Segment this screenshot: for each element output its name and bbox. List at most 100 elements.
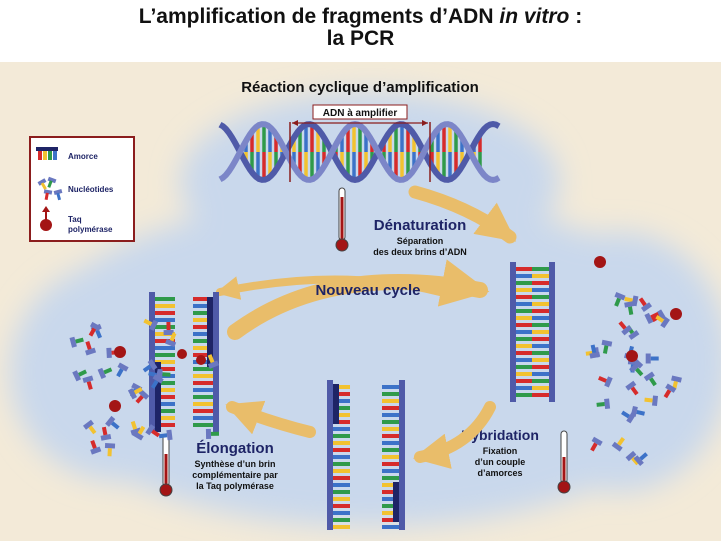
base — [382, 392, 399, 396]
nucleotide — [72, 369, 88, 382]
base — [516, 295, 533, 299]
nucleotide — [100, 426, 112, 441]
taq-polymerase — [177, 349, 187, 359]
base — [516, 386, 533, 390]
base — [155, 402, 175, 406]
base — [532, 393, 549, 397]
base — [532, 281, 549, 285]
nucleotide — [589, 344, 601, 359]
legend-polymerase-label-2: polymérase — [68, 225, 113, 234]
base — [532, 274, 549, 278]
base — [382, 525, 399, 529]
base — [382, 434, 399, 438]
base — [532, 309, 549, 313]
title-italic-text: in vitro — [499, 5, 570, 28]
nucleotide — [165, 332, 177, 348]
base — [516, 274, 533, 278]
base — [333, 504, 350, 508]
base — [532, 351, 549, 355]
new-cycle-label: Nouveau cycle — [315, 282, 420, 299]
nucleotide — [143, 318, 159, 331]
base — [193, 339, 213, 343]
base — [193, 332, 213, 336]
base — [516, 344, 533, 348]
base — [532, 365, 549, 369]
base — [193, 374, 213, 378]
base — [516, 281, 533, 285]
base — [193, 367, 213, 371]
nucleotide — [645, 353, 659, 364]
thermometer-icon — [557, 430, 571, 494]
base — [382, 469, 399, 473]
base — [382, 511, 399, 515]
step-elongation-desc-3: la Taq polymérase — [196, 481, 274, 491]
base — [382, 448, 399, 452]
taq-polymerase — [594, 256, 606, 268]
base — [333, 427, 350, 431]
base — [333, 385, 350, 389]
base — [516, 309, 533, 313]
base — [333, 448, 350, 452]
dna-amplify-marker: ADN à amplifier — [289, 104, 431, 182]
base — [516, 302, 533, 306]
base — [532, 344, 549, 348]
base — [516, 267, 533, 271]
base — [382, 413, 399, 417]
arrow-new-cycle-bottom — [215, 275, 444, 300]
base — [516, 393, 533, 397]
nucleotide — [83, 419, 97, 435]
nucleotide — [625, 450, 640, 466]
dna-strand — [532, 262, 555, 402]
base — [193, 402, 213, 406]
step-denaturation-title: Dénaturation — [374, 217, 467, 234]
base — [155, 388, 175, 392]
base — [193, 381, 213, 385]
taq-polymerase — [626, 350, 638, 362]
taq-polymerase — [114, 346, 126, 358]
primer — [333, 384, 339, 424]
base — [155, 318, 175, 322]
step-denaturation-desc-2: des deux brins d’ADN — [373, 247, 467, 257]
nucleotide — [88, 321, 102, 337]
base — [382, 476, 399, 480]
base — [333, 420, 350, 424]
nucleotide — [655, 315, 670, 329]
base — [155, 395, 175, 399]
base — [193, 325, 213, 329]
base — [516, 288, 533, 292]
nucleotide — [596, 398, 611, 409]
base — [532, 379, 549, 383]
base — [532, 288, 549, 292]
base — [193, 409, 213, 413]
base — [382, 455, 399, 459]
base — [193, 388, 213, 392]
base — [333, 392, 350, 396]
base — [516, 358, 533, 362]
base — [333, 406, 350, 410]
nucleotide — [116, 362, 129, 378]
base — [532, 323, 549, 327]
base — [193, 311, 213, 315]
dna-backbone — [218, 120, 501, 184]
base — [382, 385, 399, 389]
base — [516, 337, 533, 341]
base — [193, 318, 213, 322]
base — [193, 353, 213, 357]
base — [333, 455, 350, 459]
thermometer-icon — [335, 187, 349, 252]
base — [532, 316, 549, 320]
base — [333, 476, 350, 480]
base — [155, 346, 175, 350]
base — [382, 406, 399, 410]
nucleotide — [590, 436, 603, 452]
taq-polymerase — [109, 400, 121, 412]
title-suffix: : — [569, 5, 583, 28]
strand-backbone — [510, 262, 516, 402]
base — [333, 525, 350, 529]
base — [333, 399, 350, 403]
taq-polymerase — [196, 355, 206, 365]
step-elongation-desc-1: Synthèse d’un brin — [194, 459, 275, 469]
primer — [207, 297, 213, 367]
base — [382, 518, 399, 522]
base — [516, 372, 533, 376]
